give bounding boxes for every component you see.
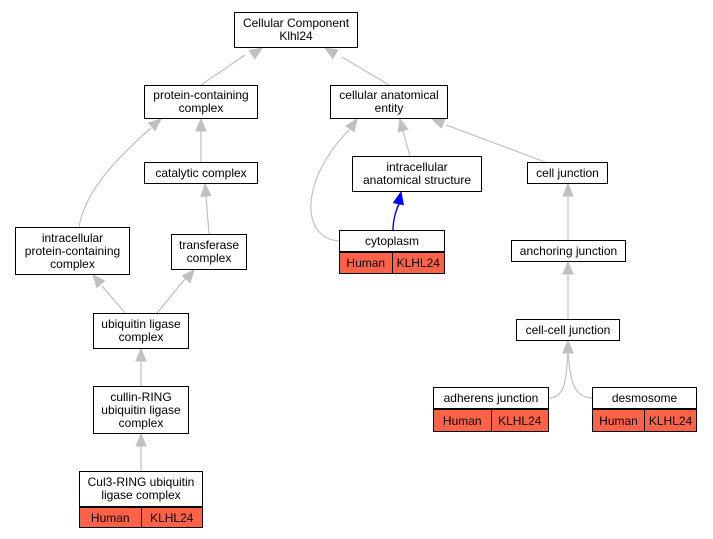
node-label: ubiquitin ligase complex: [101, 317, 181, 344]
node-label: cellular anatomical entity: [339, 88, 439, 115]
node-label: intracellular anatomical structure: [362, 160, 472, 187]
arrowhead: [430, 118, 446, 129]
arrowhead: [248, 47, 264, 60]
node-label: anchoring junction: [519, 243, 618, 258]
node-label: protein-containing complex: [153, 88, 249, 115]
node-cytoplasm[interactable]: cytoplasm: [339, 230, 445, 252]
edge-ubiquitin-to-transferase: [156, 269, 195, 314]
edge-intracellular-complex-to-protein: [78, 118, 162, 228]
node-label: transferase complex: [178, 238, 240, 265]
node-label: cell junction: [536, 165, 599, 180]
node-label: intracellular protein-containing complex: [24, 230, 121, 271]
gene-cell: KLHL24: [391, 253, 445, 273]
node-intracellular-anatomical-structure[interactable]: intracellular anatomical structure: [352, 156, 482, 192]
edge-ubiquitin-to-intracellular-complex: [92, 274, 126, 314]
node-intracellular-protein-containing-complex[interactable]: intracellular protein-containing complex: [15, 227, 130, 275]
node-adherens-junction[interactable]: adherens junction: [433, 387, 549, 409]
arrowhead: [135, 432, 147, 447]
node-catalytic-complex[interactable]: catalytic complex: [144, 162, 258, 184]
annotation-row-adherens-junction: Human KLHL24: [433, 409, 549, 432]
node-cell-junction[interactable]: cell junction: [527, 162, 608, 184]
arrowhead: [323, 47, 339, 60]
arrowhead: [135, 347, 147, 362]
node-cellular-anatomical-entity[interactable]: cellular anatomical entity: [330, 85, 448, 119]
node-ubiquitin-ligase-complex[interactable]: ubiquitin ligase complex: [93, 313, 189, 349]
node-label: cytoplasm: [364, 233, 420, 248]
arrowhead: [181, 269, 195, 284]
node-protein-containing-complex[interactable]: protein-containing complex: [144, 85, 258, 119]
node-label: catalytic complex: [155, 165, 247, 180]
node-cul3-ring-complex[interactable]: Cul3-RING ubiquitin ligase complex: [79, 471, 203, 507]
annotation-row-cul3-ring-complex: Human KLHL24: [79, 507, 203, 528]
arrowhead: [397, 117, 409, 133]
edge-protein-to-root: [200, 47, 264, 86]
node-desmosome[interactable]: desmosome: [592, 387, 697, 409]
species-cell: Human: [442, 413, 482, 428]
edge-cytoplasm-to-intracellular-struct: [392, 190, 405, 231]
species-cell: Human: [90, 510, 130, 525]
node-cullin-ring-complex[interactable]: cullin-RING ubiquitin ligase complex: [93, 386, 189, 434]
node-label: Cellular Component Klhl24: [242, 16, 350, 43]
node-label: cell-cell junction: [525, 322, 611, 337]
arrowhead: [562, 260, 574, 275]
edge-desmosome-to-cell-cell: [562, 339, 593, 399]
edge-cullin-to-ubiquitin: [135, 347, 147, 386]
node-anchoring-junction[interactable]: anchoring junction: [511, 240, 626, 262]
gene-cell: KLHL24: [644, 410, 696, 431]
edge-catalytic-to-protein: [195, 117, 207, 162]
gene-cell: KLHL24: [490, 410, 549, 431]
node-label: cullin-RING ubiquitin ligase complex: [101, 389, 181, 430]
species-cell: Human: [599, 413, 638, 428]
node-cell-cell-junction[interactable]: cell-cell junction: [516, 319, 620, 341]
edge-cytoplasm-to-entity: [310, 117, 358, 242]
annotation-row-cytoplasm: Human KLHL24: [339, 252, 445, 274]
node-label: Cul3-RING ubiquitin ligase complex: [87, 475, 195, 502]
node-label: adherens junction: [443, 390, 539, 405]
node-cellular-component-root[interactable]: Cellular Component Klhl24: [234, 12, 358, 48]
arrowhead: [345, 117, 358, 133]
arrowhead: [147, 118, 162, 132]
edge-anchoring-to-cell-junction: [562, 182, 574, 240]
arrowhead: [562, 339, 574, 354]
node-label: desmosome: [611, 390, 678, 405]
arrowhead: [200, 182, 212, 197]
annotation-row-desmosome: Human KLHL24: [592, 409, 697, 432]
edge-cell-cell-to-anchoring: [562, 260, 574, 319]
edge-intracellular-struct-to-entity: [397, 117, 411, 157]
gene-cell: KLHL24: [140, 508, 203, 527]
edge-anatomical-to-root: [323, 47, 390, 86]
species-cell: Human: [346, 256, 386, 270]
arrowhead: [562, 182, 574, 197]
arrowhead: [195, 117, 207, 132]
arrowhead: [92, 274, 106, 289]
edge-transferase-to-catalytic: [200, 182, 212, 235]
edge-cul3-to-cullin: [135, 432, 147, 471]
node-transferase-complex[interactable]: transferase complex: [171, 234, 247, 270]
arrowhead: [392, 190, 405, 206]
